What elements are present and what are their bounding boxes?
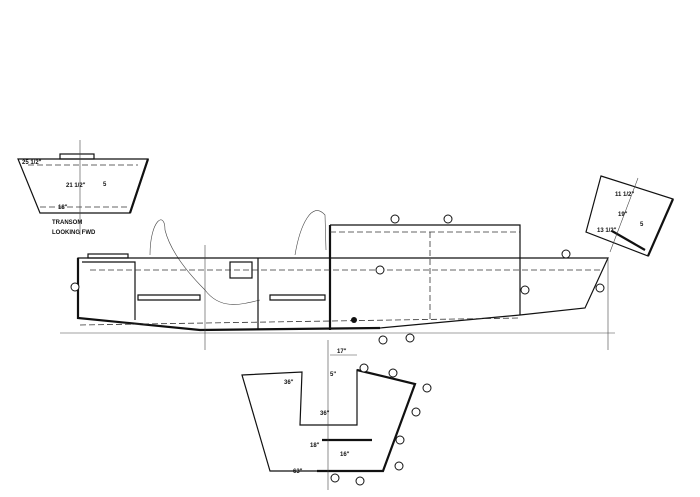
hull-profile-view [60,210,615,350]
bow-dim-top: 11 1/2" [615,192,634,198]
section-dim-width: 17" [337,349,347,355]
bow-part-mark: 5 [640,222,644,228]
section-dim-inner: 16" [340,452,350,458]
transom-dim-bottom: 18" [58,205,68,211]
transom-caption: TRANSOM [52,220,82,226]
section-view: 17" 5" 36" 36" 18" 16" 63" [241,340,432,490]
transom-view: 25 1/2" 21 1/2" 18" 5 TRANSOM LOOKING FW… [17,140,150,236]
bow-dim-bottom: 13 1/2" [597,228,617,234]
transom-caption-sub: LOOKING FWD [52,230,96,236]
section-dim-left: 36" [284,380,294,386]
transom-dim-height: 21 1/2" [66,183,86,189]
transom-dim-top: 25 1/2" [22,160,42,166]
bow-dim-height: 19" [618,212,628,218]
section-dim-small: 5" [330,372,336,378]
bow-view: 11 1/2" 19" 13 1/2" 5 [585,175,675,257]
transom-part-mark: 5 [103,182,107,188]
section-dim-bottom: 63" [293,469,303,475]
section-dim-mid: 36" [320,411,330,417]
section-dim-lower: 18" [310,443,320,449]
